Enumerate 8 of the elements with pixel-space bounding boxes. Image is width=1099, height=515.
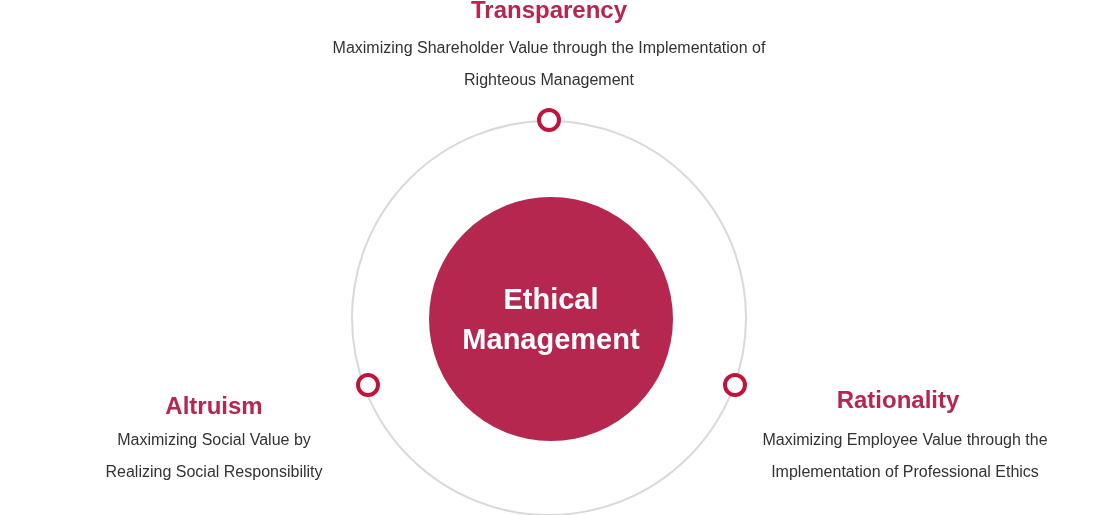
description-text: Maximizing Shareholder Value through the Implementation of Righteous Management (331, 38, 767, 90)
section-heading: Transparency (469, 0, 629, 24)
description-text: Maximizing Employee Value through the Implementation of Professional Ethics (761, 430, 1049, 482)
marker-circle (537, 108, 561, 132)
section-heading: Altruism (164, 392, 264, 420)
description-text: Maximizing Social Value by Realizing Social Responsibility (104, 430, 324, 482)
section-heading: Rationality (835, 386, 961, 414)
center-title: Ethical Management (461, 282, 641, 357)
